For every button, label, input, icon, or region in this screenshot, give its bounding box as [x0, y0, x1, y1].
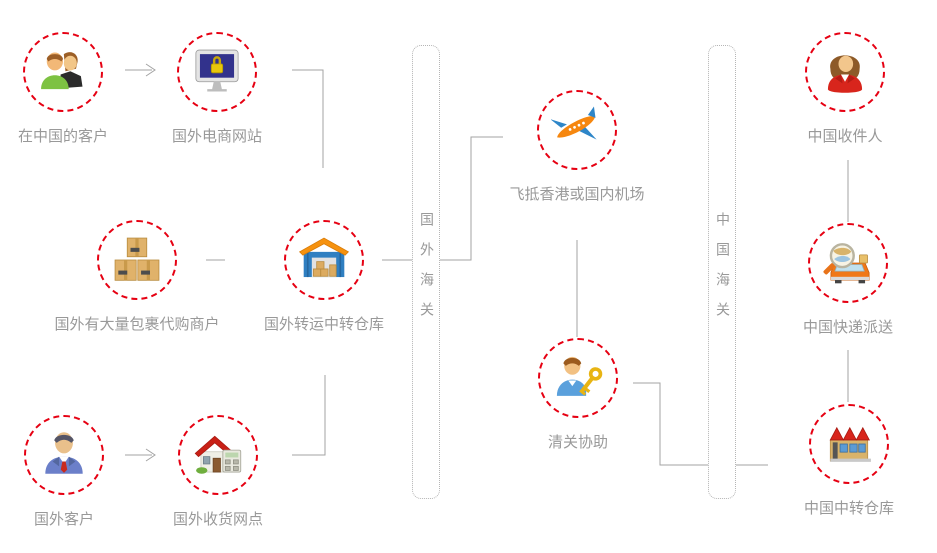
- cn-customers-circle: [23, 32, 103, 112]
- cn-express-circle: [808, 223, 888, 303]
- node-label: 清关协助: [547, 433, 609, 451]
- node-label: 国外客户: [33, 510, 95, 528]
- foreign-customer-circle: [24, 415, 104, 495]
- cn-recipient-circle: [805, 32, 885, 112]
- node-foreign-receiving: 国外收货网点: [173, 415, 263, 528]
- key-person-icon: [556, 356, 603, 396]
- node-label: 中国收件人: [807, 127, 883, 145]
- arrow-right-icon: [125, 448, 156, 462]
- line-foreign-customs-to-flight: [440, 136, 503, 261]
- node-cn-customers: 在中国的客户: [18, 32, 108, 145]
- node-foreign-ecommerce: 国外电商网站: [172, 32, 262, 145]
- woman-icon: [827, 55, 863, 93]
- customs-assist-circle: [538, 338, 618, 418]
- node-label: 中国中转仓库: [803, 499, 895, 517]
- node-flight-arrival: 飞抵香港或国内机场: [509, 90, 645, 203]
- airplane-icon: [551, 106, 597, 140]
- node-cn-recipient: 中国收件人: [805, 32, 885, 145]
- factory-icon: [829, 426, 871, 462]
- node-label: 飞抵香港或国内机场: [509, 185, 645, 203]
- line-receiving-to-warehouse: [292, 375, 326, 456]
- node-label: 国外电商网站: [171, 127, 263, 145]
- node-cn-warehouse: 中国中转仓库: [804, 404, 894, 517]
- node-customs-assist: 清关协助: [538, 338, 618, 451]
- china-customs-label: 中国海关: [714, 212, 730, 332]
- foreign-receiving-circle: [178, 415, 258, 495]
- warehouse-icon: [298, 237, 350, 278]
- people-icon: [41, 52, 83, 90]
- foreign-ecommerce-circle: [177, 32, 257, 112]
- foreign-customs-label: 国外海关: [418, 212, 434, 332]
- foreign-warehouse-circle: [284, 220, 364, 300]
- node-label: 中国快递派送: [802, 318, 894, 336]
- line-ecommerce-to-warehouse: [292, 69, 324, 168]
- line-clearance-to-cn-warehouse: [633, 382, 768, 466]
- cn-warehouse-circle: [809, 404, 889, 484]
- house-icon: [194, 435, 242, 474]
- arrow-right-icon: [125, 63, 156, 77]
- node-cn-express: 中国快递派送: [803, 223, 893, 336]
- monitor-lock-icon: [195, 49, 239, 92]
- node-label: 国外转运中转仓库: [263, 315, 385, 333]
- node-label: 国外收货网点: [172, 510, 264, 528]
- node-foreign-merchants: 国外有大量包裹代购商户: [54, 220, 220, 333]
- foreign-customs-bar: 国外海关: [412, 45, 440, 499]
- businessman-icon: [45, 432, 83, 474]
- foreign-merchants-circle: [97, 220, 177, 300]
- node-label: 在中国的客户: [17, 127, 109, 145]
- node-label: 国外有大量包裹代购商户: [54, 315, 220, 333]
- node-foreign-warehouse: 国外转运中转仓库: [264, 220, 384, 333]
- flight-arrival-circle: [537, 90, 617, 170]
- node-foreign-customer: 国外客户: [24, 415, 104, 528]
- delivery-truck-icon: [823, 243, 870, 284]
- parcels-icon: [114, 237, 160, 281]
- china-customs-bar: 中国海关: [708, 45, 736, 499]
